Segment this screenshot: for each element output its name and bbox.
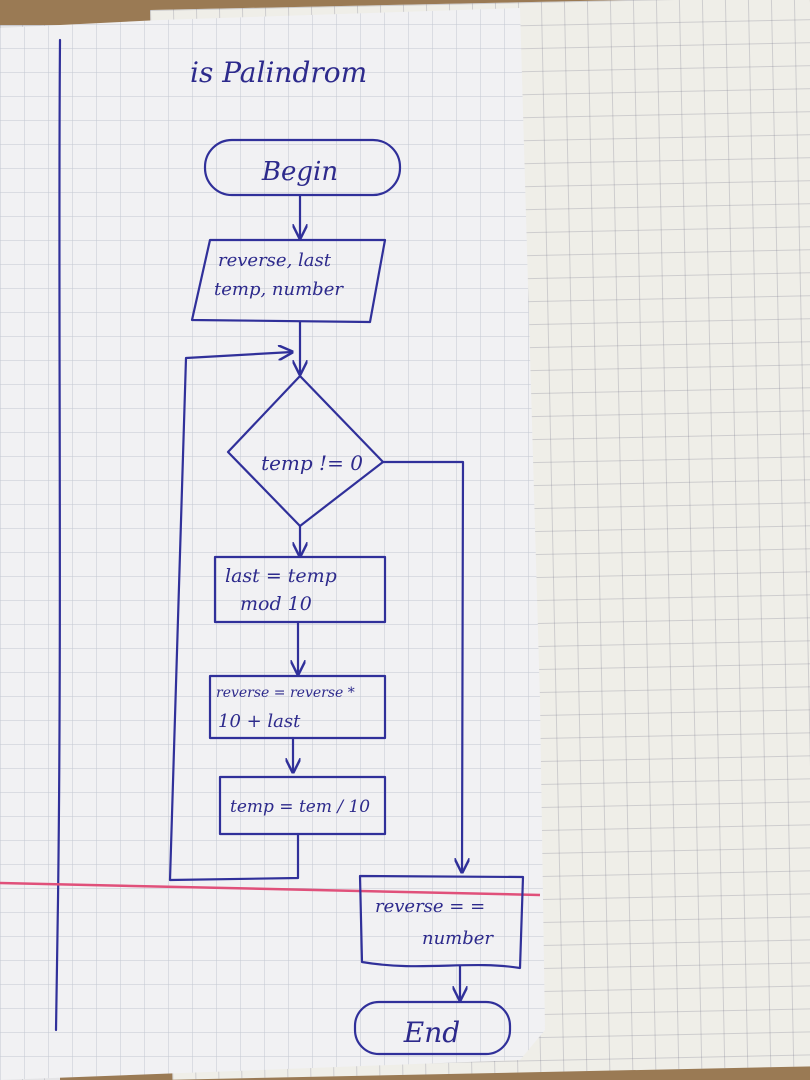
begin-label: Begin bbox=[261, 157, 338, 187]
step2-line2: 10 + last bbox=[218, 711, 301, 732]
step1-line1: last = temp bbox=[225, 565, 337, 587]
main-paper-sheet bbox=[0, 8, 545, 1080]
step3-label: temp = tem / 10 bbox=[230, 797, 370, 817]
loop-back-connector bbox=[168, 352, 300, 882]
step1-line2: mod 10 bbox=[240, 593, 312, 615]
check-line1: reverse = = bbox=[375, 896, 485, 917]
begin-terminal bbox=[203, 138, 402, 197]
vertical-margin-line bbox=[54, 38, 62, 1032]
false-branch-connector bbox=[381, 460, 463, 872]
vars-line1: reverse, last bbox=[218, 250, 332, 271]
horizontal-margin-line bbox=[0, 881, 541, 897]
step-temp-divide bbox=[218, 775, 387, 836]
variables-input bbox=[190, 238, 387, 324]
condition-label: temp != 0 bbox=[261, 451, 363, 475]
end-terminal bbox=[353, 1000, 512, 1056]
check-reverse-equals-number bbox=[358, 874, 525, 970]
vars-line2: temp, number bbox=[214, 279, 344, 300]
step-reverse-update bbox=[208, 674, 387, 740]
step-last-mod bbox=[213, 555, 387, 624]
end-label: End bbox=[403, 1016, 460, 1049]
diagram-title: is Palindrom bbox=[190, 56, 367, 89]
check-line2: number bbox=[422, 928, 494, 949]
step2-line1: reverse = reverse * bbox=[216, 685, 355, 701]
